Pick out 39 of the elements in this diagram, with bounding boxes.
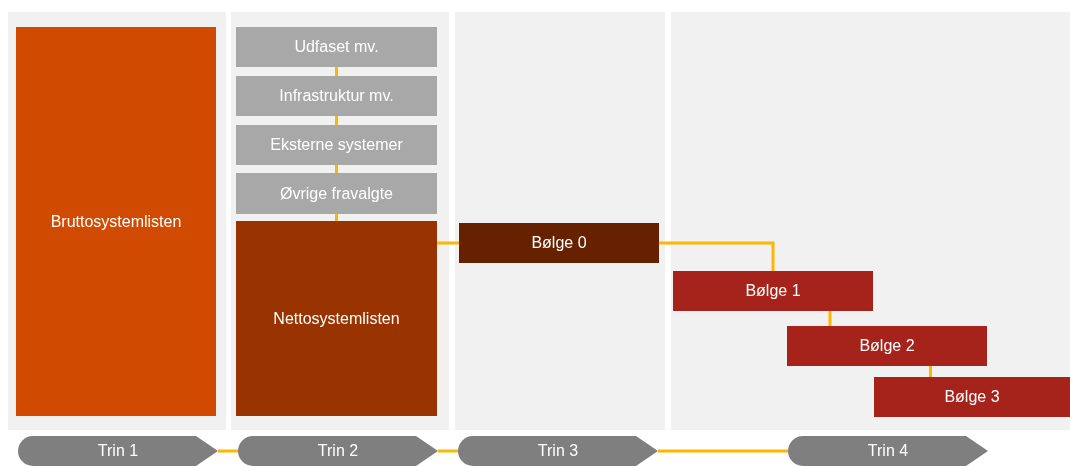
- connector-line: [438, 449, 458, 453]
- box-label: Bølge 1: [745, 281, 801, 301]
- box-label: Trin 1: [97, 441, 139, 461]
- box-label: Nettosystemlisten: [273, 308, 400, 329]
- step-banner: [18, 436, 218, 466]
- box-label: Trin 3: [537, 441, 579, 461]
- connector-line: [335, 116, 338, 125]
- box-label: Infrastruktur mv.: [279, 86, 394, 106]
- connector-line: [437, 241, 459, 245]
- process-box: [236, 173, 437, 214]
- step-banner: [788, 436, 988, 466]
- box-label: Bølge 2: [859, 336, 915, 356]
- box-label: Bruttosystemlisten: [50, 211, 182, 232]
- box-label: Eksterne systemer: [270, 135, 403, 155]
- step-banner: [458, 436, 658, 466]
- step-banner: [238, 436, 438, 466]
- connector-line: [218, 449, 238, 453]
- process-box: [459, 223, 659, 263]
- connector-line: [335, 165, 338, 173]
- process-box: [236, 221, 437, 416]
- connector-line: [929, 366, 932, 377]
- box-label: Udfaset mv.: [294, 37, 379, 57]
- box-label: Trin 4: [867, 441, 909, 461]
- box-label: Trin 2: [317, 441, 359, 461]
- box-label: Bølge 3: [944, 387, 1000, 407]
- connector-line: [335, 214, 338, 221]
- process-box: [874, 377, 1070, 417]
- connector-line: [335, 67, 338, 76]
- box-label: Bølge 0: [531, 233, 587, 253]
- process-box: [236, 125, 437, 165]
- connector-line: [659, 241, 775, 271]
- process-box: [673, 271, 873, 311]
- connector-line: [828, 311, 832, 326]
- box-label: Øvrige fravalgte: [280, 183, 393, 204]
- process-box: [16, 27, 216, 416]
- connector-line: [658, 449, 788, 453]
- process-box: [787, 326, 987, 366]
- process-box: [236, 76, 437, 116]
- process-box: [236, 27, 437, 67]
